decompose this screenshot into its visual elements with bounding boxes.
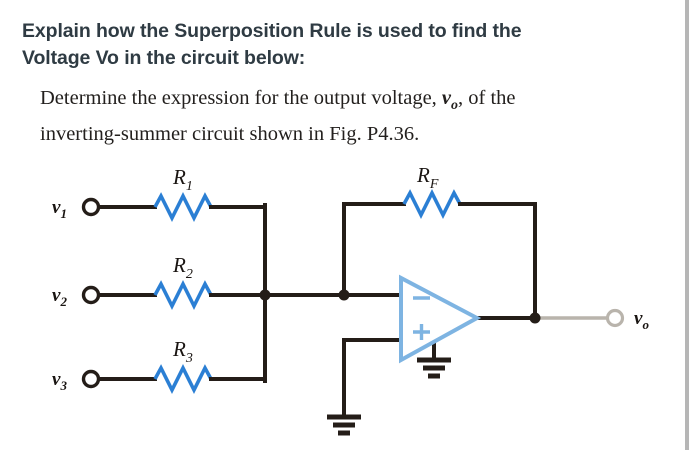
input-terminal-v3 bbox=[81, 369, 101, 389]
label-RF: RF bbox=[416, 163, 439, 192]
label-R3: R3 bbox=[172, 337, 193, 366]
resistor-R2 bbox=[153, 279, 213, 311]
resistor-R3 bbox=[153, 363, 213, 395]
ground-symbol-noninverting bbox=[327, 414, 361, 436]
ground-symbol-opamp bbox=[417, 357, 451, 379]
vertical-scrollbar[interactable] bbox=[685, 0, 689, 450]
opamp-triangle bbox=[399, 274, 482, 364]
input-terminal-v2 bbox=[81, 285, 101, 305]
problem-line-1: Determine the expression for the output … bbox=[40, 84, 676, 120]
label-v2: v2 bbox=[52, 285, 67, 309]
wire-noninverting-to-ground bbox=[342, 338, 402, 417]
label-R2: R2 bbox=[172, 253, 193, 282]
problem-line-1-pre: Determine the expression for the output … bbox=[40, 87, 442, 109]
input-terminal-v1 bbox=[81, 197, 101, 217]
question-heading-line-2: Voltage Vo in the circuit below: bbox=[22, 47, 306, 69]
output-voltage-symbol-inline: vo bbox=[441, 87, 458, 114]
question-heading-line-1: Explain how the Superposition Rule is us… bbox=[22, 20, 522, 42]
problem-line-1-post: , of the bbox=[458, 87, 516, 109]
problem-statement: Determine the expression for the output … bbox=[40, 84, 676, 148]
circuit-svg: R1 R2 R3 RF v1 v2 v3 vo bbox=[52, 163, 649, 436]
junction-dot-summing-node bbox=[259, 289, 271, 301]
question-heading: Explain how the Superposition Rule is us… bbox=[22, 18, 662, 72]
problem-line-2: inverting-summer circuit shown in Fig. P… bbox=[40, 123, 420, 146]
output-terminal-vo bbox=[605, 308, 625, 328]
label-R1: R1 bbox=[172, 165, 193, 194]
resistor-R1 bbox=[153, 191, 213, 223]
junction-dot-feedback-node bbox=[338, 289, 350, 301]
label-vo: vo bbox=[634, 308, 649, 332]
label-v3: v3 bbox=[52, 369, 67, 393]
label-v1: v1 bbox=[52, 197, 67, 221]
circuit-diagram: R1 R2 R3 RF v1 v2 v3 vo bbox=[0, 150, 700, 450]
resistor-RF bbox=[402, 188, 462, 220]
output-voltage-subscript-inline: o bbox=[451, 98, 458, 114]
junction-dot-output-node bbox=[529, 312, 541, 324]
